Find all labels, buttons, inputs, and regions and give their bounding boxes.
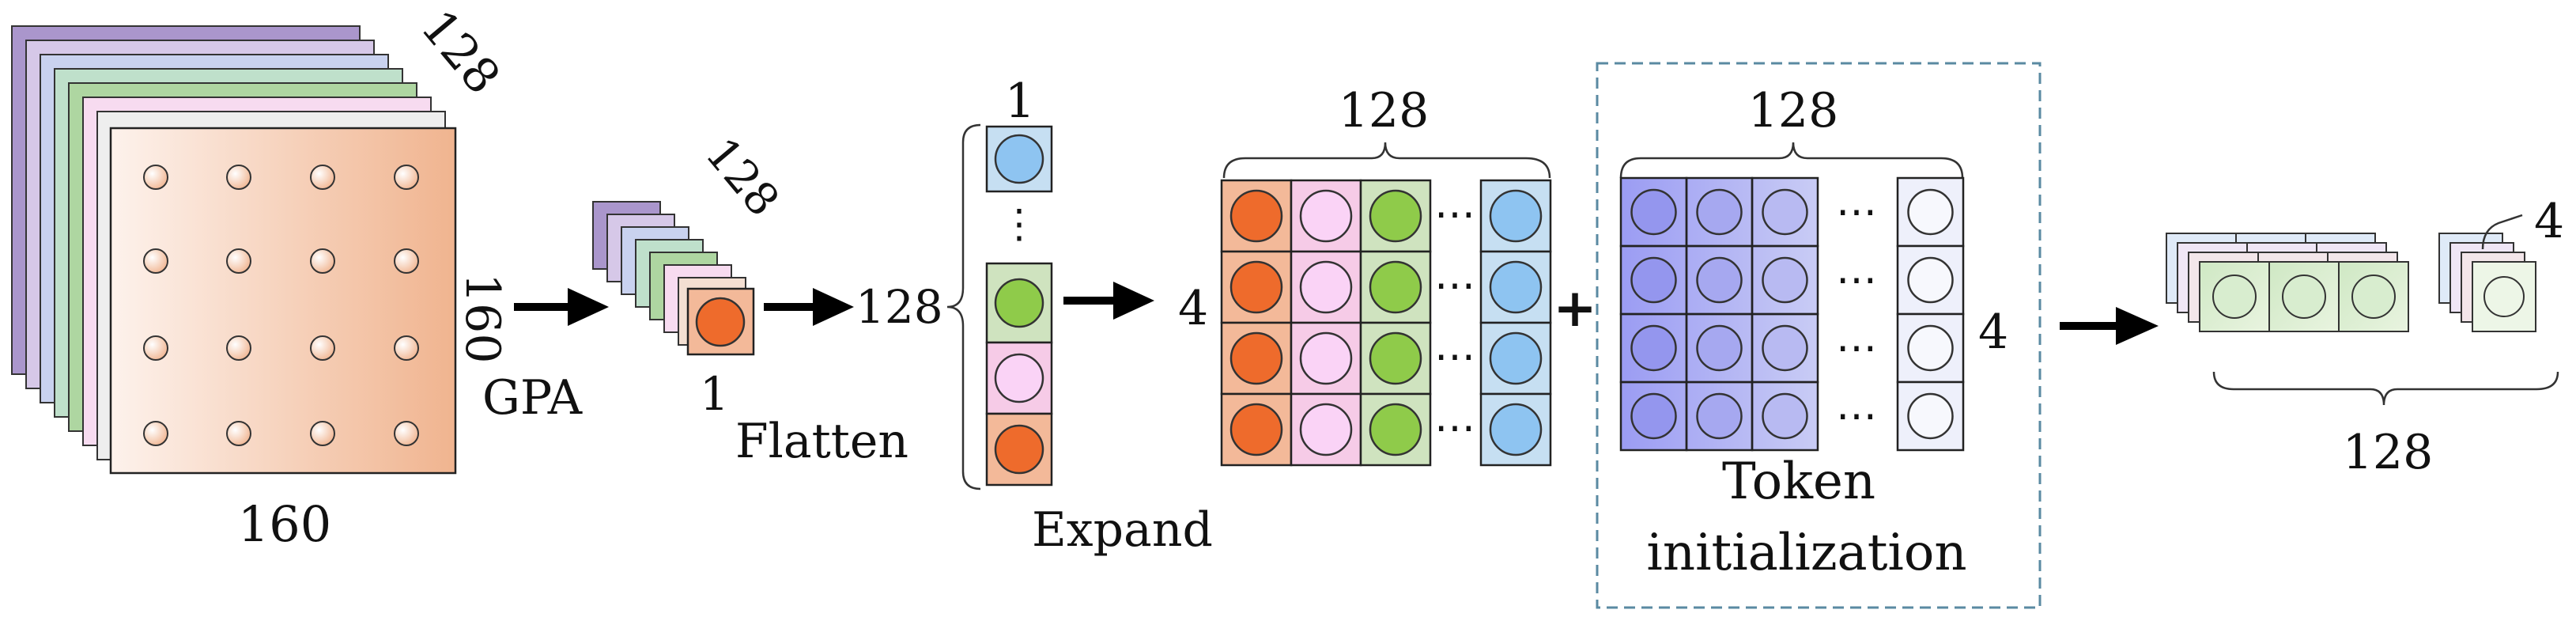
pooled-point: [695, 297, 746, 347]
token-point-last: [1907, 392, 1954, 440]
output-token-point: [2212, 275, 2257, 319]
expanded-point-green: [1369, 260, 1422, 314]
arrow-to-expand: [1063, 282, 1154, 320]
expanded-point-blue: [1489, 403, 1543, 456]
expanded-matrix: 128 4 ⋯ ⋯ ⋯ ⋯: [1178, 83, 1552, 467]
token-point: [1696, 324, 1743, 372]
token-point: [1630, 392, 1677, 440]
expanded-point-pink: [1299, 260, 1353, 314]
expanded-point-pink: [1299, 331, 1353, 385]
token-init-label-line1: Token: [1722, 452, 1875, 511]
feature-map-points: [143, 165, 419, 446]
token-ellipsis: ⋯: [1836, 392, 1877, 440]
feature-map-stack: 128 160 160: [11, 0, 511, 553]
token-ellipsis: ⋯: [1836, 256, 1877, 304]
pooled-channels-label: 128: [695, 128, 789, 226]
output-token-point: [2351, 275, 2396, 319]
expanded-ellipsis: ⋯: [1434, 262, 1475, 309]
expanded-point-green: [1369, 331, 1422, 385]
token-point: [1696, 256, 1743, 304]
expanded-ellipsis: ⋯: [1434, 333, 1475, 381]
token-point: [1762, 188, 1808, 236]
height-side-label: 160: [455, 273, 510, 364]
arrow-to-output: [2060, 307, 2159, 345]
expanded-point-orange: [1229, 260, 1283, 314]
expanded-ellipsis: ⋯: [1434, 404, 1475, 452]
token-cells: ⋯ ⋯ ⋯ ⋯: [1619, 176, 1965, 452]
token-init-label-line2: initialization: [1646, 524, 1966, 582]
width-bottom-label: 160: [238, 495, 331, 553]
token-point: [1762, 392, 1808, 440]
output-token-point-last: [2483, 276, 2525, 317]
expanded-point-blue: [1489, 260, 1543, 314]
token-point: [1762, 256, 1808, 304]
token-width-label: 128: [1748, 83, 1839, 138]
token-cell: [1751, 381, 1819, 452]
output-token-cell-last: [2472, 261, 2536, 332]
token-point: [1630, 188, 1677, 236]
flattened-column: 128 1 ⋮: [856, 74, 1053, 490]
output-width-label: 128: [2343, 425, 2434, 480]
plus-sign: +: [1553, 277, 1596, 339]
column-width-label: 1: [1005, 74, 1035, 129]
token-point-last: [1907, 188, 1954, 236]
expand-label: Expand: [1032, 502, 1213, 558]
pooled-size-label: 1: [700, 367, 729, 421]
output-token-point: [2282, 275, 2326, 319]
expanded-width-label: 128: [1339, 83, 1430, 138]
expanded-point-orange: [1229, 189, 1283, 243]
column-height-label: 128: [856, 280, 943, 334]
token-point-last: [1907, 324, 1954, 372]
expanded-point-green: [1369, 403, 1422, 456]
arrow-to-gpa: [514, 288, 609, 326]
gpa-label: GPA: [482, 370, 583, 426]
expanded-point-blue: [1489, 331, 1543, 385]
token-point: [1762, 324, 1808, 372]
column-vdots: ⋮: [999, 201, 1039, 247]
pooled-stack: 128 1: [592, 128, 789, 421]
output-tokens: 4 128: [2166, 194, 2564, 480]
token-initialization-block: 128 ⋯ ⋯ ⋯ ⋯ 4 Token initialization: [1596, 62, 2042, 609]
expanded-point-pink: [1299, 189, 1353, 243]
token-rows-label: 4: [1978, 305, 2008, 360]
output-depth-label: 4: [2534, 194, 2564, 249]
token-ellipsis: ⋯: [1836, 324, 1877, 372]
token-point-last: [1907, 256, 1954, 304]
channels-top-label: 128: [410, 0, 511, 104]
expanded-point-green: [1369, 189, 1422, 243]
expanded-point-orange: [1229, 331, 1283, 385]
expanded-rows-label: 4: [1178, 281, 1208, 336]
token-point: [1630, 324, 1677, 372]
token-point: [1696, 188, 1743, 236]
token-point: [1630, 256, 1677, 304]
expanded-point-blue: [1489, 189, 1543, 243]
token-point: [1696, 392, 1743, 440]
expanded-cells: ⋯ ⋯ ⋯ ⋯: [1220, 179, 1552, 467]
expanded-point-pink: [1299, 403, 1353, 456]
output-cells: [2166, 233, 2536, 332]
expanded-ellipsis: ⋯: [1434, 191, 1475, 238]
arrow-to-flatten: [764, 288, 854, 326]
token-ellipsis: ⋯: [1836, 188, 1877, 236]
token-dashed-frame: [1596, 62, 2042, 609]
flatten-label: Flatten: [735, 414, 908, 469]
expanded-point-orange: [1229, 403, 1283, 456]
